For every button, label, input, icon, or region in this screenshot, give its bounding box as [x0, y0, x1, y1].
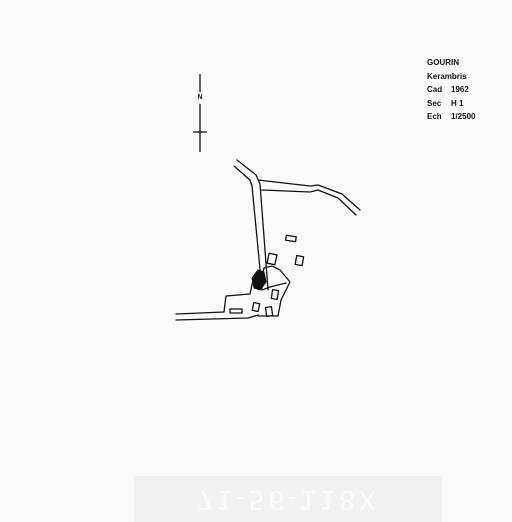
scale-row: Ech 1/2500 [427, 110, 475, 124]
sec-label: Sec [427, 98, 442, 108]
map-info-block: GOURIN Kerambris Cad 1962 Sec H 1 Ech 1/250… [427, 56, 475, 124]
north-arrow-icon: N [186, 72, 214, 156]
building [284, 234, 297, 243]
ech-value: 1/2500 [451, 112, 476, 121]
lane-north [175, 311, 225, 315]
lane-south [175, 314, 259, 321]
building [264, 305, 274, 318]
north-letter: N [197, 94, 203, 101]
branch-road-south [261, 189, 357, 216]
cad-value: 1962 [451, 85, 469, 94]
building [270, 288, 280, 301]
sec-value: H 1 [451, 98, 464, 108]
ech-label: Ech [427, 112, 442, 121]
inner-boundary [261, 282, 287, 291]
building [229, 308, 243, 314]
built-mass [251, 269, 267, 291]
building [266, 252, 278, 266]
place-name: Kerambris [427, 71, 467, 81]
branch-road-north [257, 179, 361, 211]
road-edge-west [233, 165, 263, 291]
cadastre-year-row: Cad 1962 [427, 83, 475, 97]
property-outline [223, 265, 291, 317]
building [294, 254, 305, 267]
commune-name: GOURIN [427, 58, 459, 67]
section-row: Sec H 1 [427, 97, 475, 111]
building [251, 301, 261, 313]
archive-stamp-band: 71-56-118X [134, 476, 442, 522]
archive-stamp-text: 71-56-118X [196, 484, 380, 514]
cad-label: Cad [427, 85, 443, 94]
